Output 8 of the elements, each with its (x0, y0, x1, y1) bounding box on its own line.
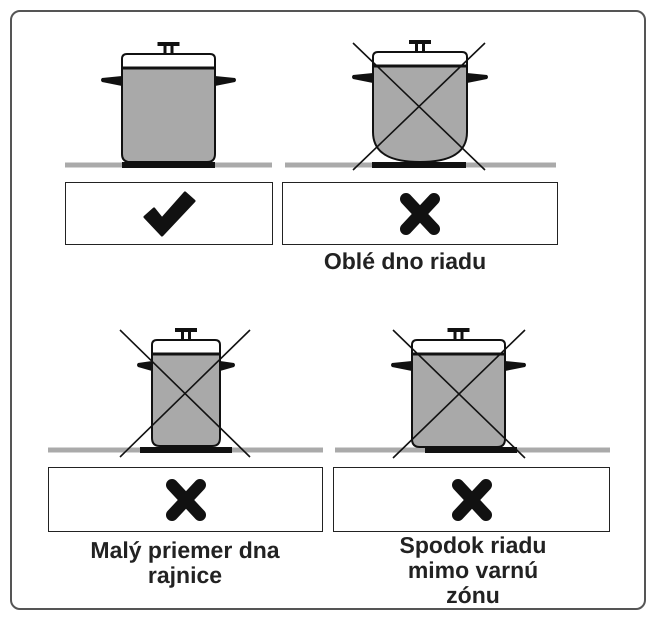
caption-text: Oblé dno riadu (324, 249, 486, 274)
result-box (65, 182, 273, 245)
result-box (333, 467, 610, 532)
caption-text: Malý priemer dna rajnice (89, 538, 281, 588)
result-box (282, 182, 558, 245)
result-box (48, 467, 323, 532)
caption-text: Spodok riadu mimo varnú zónu (398, 533, 548, 608)
outer-frame (10, 10, 646, 610)
